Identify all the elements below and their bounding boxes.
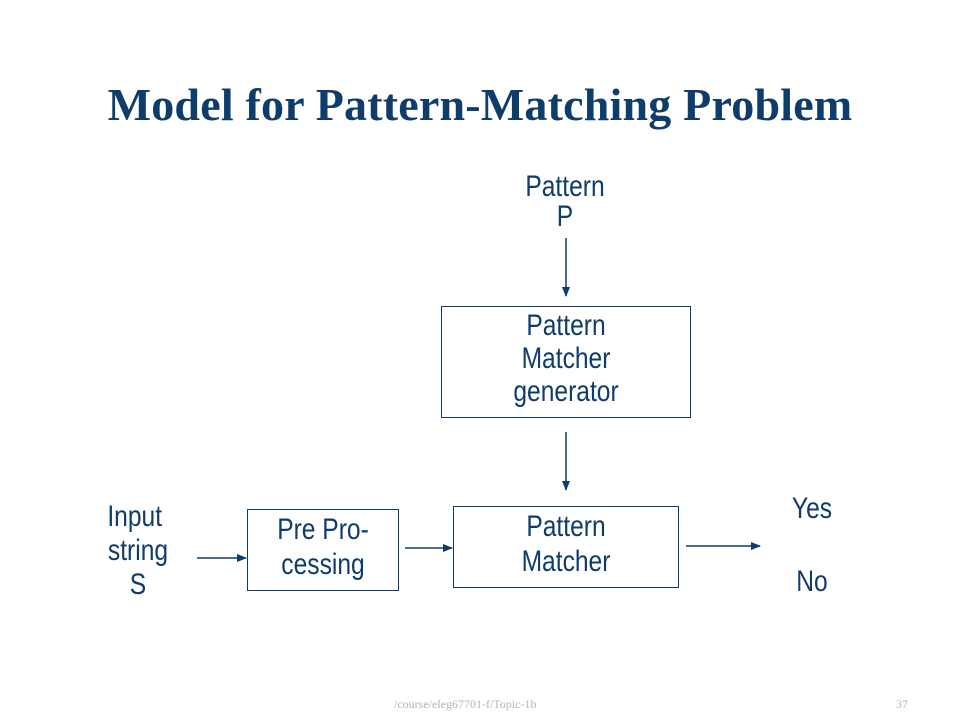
output-no: No <box>796 565 828 598</box>
generator-line2: Matcher <box>521 342 611 375</box>
input-line2: string <box>107 534 169 567</box>
slide-title: Model for Pattern-Matching Problem <box>107 79 853 130</box>
output-yes: Yes <box>791 492 833 525</box>
matcher-line2: Matcher <box>521 545 611 578</box>
input-line3: S <box>129 568 147 601</box>
generator-line3: generator <box>513 375 619 408</box>
generator-line1: Pattern <box>526 309 606 342</box>
page-number: 37 <box>896 697 908 711</box>
pattern-p-label: Pattern P <box>516 172 614 232</box>
pattern-matcher-generator-box: Pattern Matcher generator <box>441 306 691 418</box>
preprocessing-box: Pre Pro- cessing <box>247 509 399 591</box>
matcher-line1: Pattern <box>526 510 606 543</box>
pattern-matcher-box: Pattern Matcher <box>453 506 679 588</box>
preprocess-line2: cessing <box>281 548 365 581</box>
input-string-label: Input string S <box>89 502 187 600</box>
pattern-p-line1: Pattern <box>525 170 605 203</box>
preprocess-line1: Pre Pro- <box>277 513 369 546</box>
input-line1: Input <box>107 500 163 533</box>
footer-path: /course/eleg67701-f/Topic-1b <box>394 697 537 711</box>
pattern-p-line2: P <box>556 200 574 233</box>
